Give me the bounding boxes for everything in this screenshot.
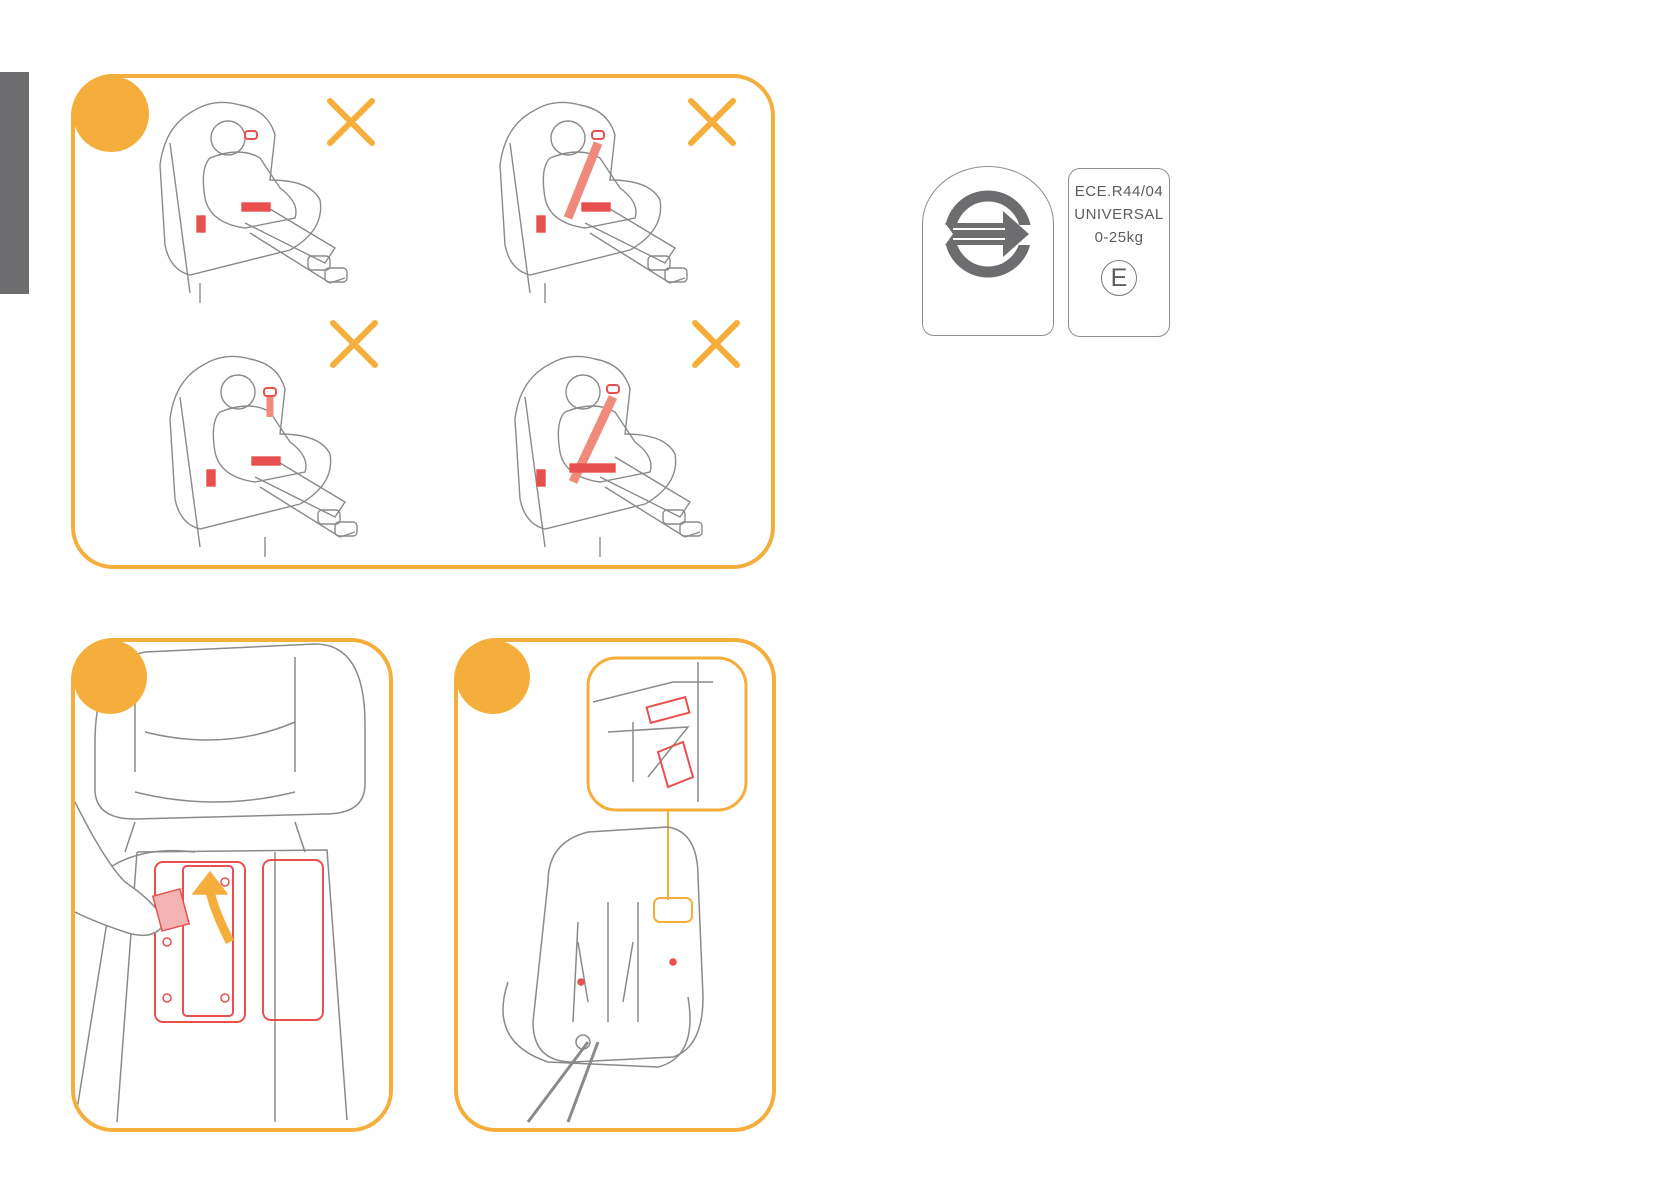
cross-icon [686,96,738,148]
seat-overview [458,642,772,1128]
child-seat-illustration [505,352,735,562]
weight-range-text: 0-25kg [1069,226,1169,249]
e-mark: E [1101,260,1137,296]
seat-back-closeup [75,642,389,1128]
standard-text: ECE.R44/04 [1069,180,1169,203]
category-text: UNIVERSAL [1069,203,1169,226]
child-seat-illustration [160,352,390,562]
cross-icon [690,318,742,370]
step-badge [73,640,147,714]
cross-icon [325,96,377,148]
step-badge [456,640,530,714]
step-badge [73,76,149,152]
approval-arrow-logo [941,187,1035,281]
side-tab [0,72,29,294]
approval-logo-box [922,166,1054,336]
approval-label: ECE.R44/04 UNIVERSAL 0-25kg E [1068,168,1170,337]
cross-icon [328,318,380,370]
